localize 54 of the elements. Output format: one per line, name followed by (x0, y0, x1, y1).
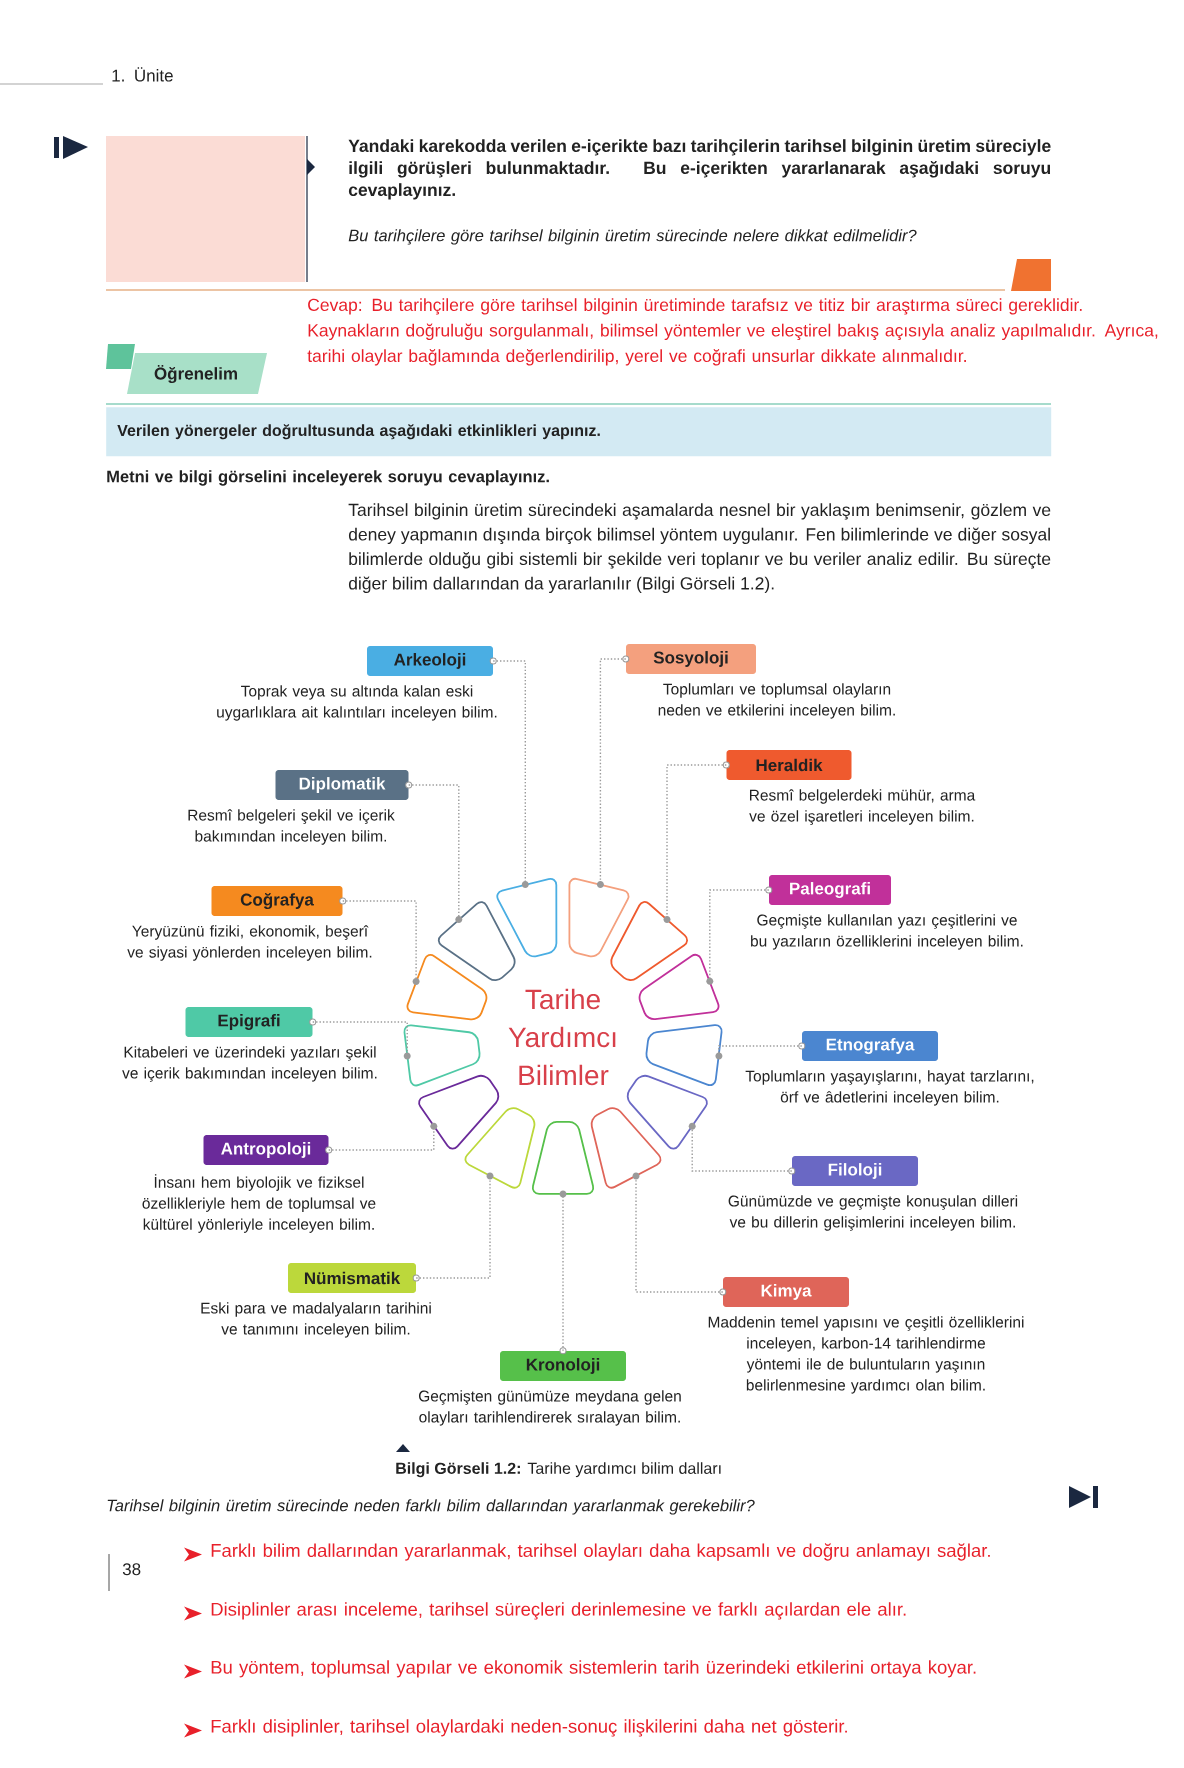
leader-line (709, 889, 770, 982)
description: Geçmişte kullanılan yazı çeşitlerini ve bu yazıların özelliklerini inceleyen bilim. (751, 914, 1023, 950)
instruction-band: Verilen yönergeler doğrultusunda aşağıdaki etkinlikleri yapınız. (106, 407, 1052, 457)
leader-line (635, 1176, 724, 1293)
leader-line (342, 900, 417, 982)
answer-text: Farklı bilim dallarından yararlanmak, tarihsel olayları daha kapsamlı ve doğru anlamayı sağlar. (211, 1543, 990, 1561)
tag-label: Kimya (723, 1277, 849, 1307)
description: Kitabeleri ve üzerindeki yazıları şekil ve içerik bakımından inceleyen bilim. (122, 1046, 377, 1082)
question-text: Bu tarihçilere göre tarihsel bilginin üretim sürecinde nelere dikkat edilmelidir? (348, 229, 917, 245)
description: Resmî belgeleri şekil ve içerik bakımından inceleyen bilim. (188, 809, 395, 845)
leader-line (328, 1126, 435, 1151)
section-tab: Öğrenelim (127, 353, 267, 394)
description: Toplumların yaşayışlarını, hayat tarzlarını, örf ve âdetlerini inceleyen bilim. (745, 1070, 1034, 1106)
description: Toprak veya su altında kalan eski uygarlıklara ait kalıntıları inceleyen bilim. (217, 685, 497, 721)
instruction-text: Yandaki karekodda verilen e-içerikte bazı tarihçilerin tarihsel bilginin üretim süreciyle ilgili görüşleri bulunmaktadır. Bu e-içerikten yararlanarak aşağıdaki soruyu cevaplayınız. (348, 139, 1051, 200)
paragraph: Tarihsel bilginin üretim sürecindeki aşamalarda nesnel bir yaklaşım benimsenir, gözlem ve deney yapmanın dışında birçok bilimsel yöntem uygulanır. Fen bilimlerinde ve diğer sosyal bilimlerde olduğu gibi sistemli bir şekilde veri toplanır ve bu veriler analiz edilir. Bu süreçte diğer bilim dallarından da yararlanılır (Bilgi Görseli 1.2). (348, 503, 1051, 593)
tag-label: Paleografi (769, 875, 891, 905)
unit-heading: 1. Ünite (112, 67, 173, 82)
answer-text: Farklı disiplinler, tarihsel olaylardaki neden-sonuç ilişkilerini daha net gösterir. (211, 1719, 847, 1737)
page-number: 38 (122, 1563, 141, 1576)
description: Geçmişten günümüze meydana gelen olayları tarihlendirerek sıralayan bilim. (418, 1390, 681, 1426)
description: Günümüzde ve geçmişte konuşulan dilleri ve bu dillerin gelişimlerini inceleyen bilim. (728, 1195, 1018, 1231)
tag-label: Diplomatik (275, 770, 409, 800)
answer-text: Disiplinler arası inceleme, tarihsel süreçleri derinlemesine ve farklı açılardan ele alır. (211, 1602, 906, 1620)
center-title: Tarihe Yardımcı Bilimler (508, 988, 616, 1086)
tag-label: Arkeoloji (367, 646, 493, 676)
leader-line (312, 1021, 408, 1057)
tag-label: Filoloji (792, 1156, 918, 1186)
answer-text: Cevap: Bu tarihçilere göre tarihsel bilginin üretiminde tarafsız ve titiz bir araştırma süreci gereklidir. Kaynakların doğruluğu sorgulanmalı, bilimsel yöntemler ve eleştirel bakış açısıyla analiz yapılmalıdır. Ayrıca, tarihi olaylar bağlamında değerlendirilip, yerel ve coğrafi unsurlar dikkate alınmalıdır. (307, 298, 1158, 366)
description: Yeryüzünü fiziki, ekonomik, beşerî ve siyasi yönlerden inceleyen bilim. (127, 925, 372, 961)
leader-line (408, 784, 460, 920)
description: Maddenin temel yapısını ve çeşitli özelliklerini inceleyen, karbon-14 tarihlendirme yöntemi ile de buluntuların yaşının belirlenmesine yardımcı olan bilim. (708, 1316, 1024, 1394)
leader-line (666, 764, 727, 920)
description: Resmî belgelerdeki mühür, arma ve özel işaretleri inceleyen bilim. (749, 789, 976, 825)
leader-line (718, 1045, 803, 1056)
tag-label: Heraldik (726, 750, 852, 780)
leader-line (492, 660, 526, 885)
description: İnsanı hem biyolojik ve fiziksel özellikleriyle hem de toplumsal ve kültürel yönleriyle inceleyen bilim. (142, 1174, 376, 1233)
tag-label: Etnografya (802, 1031, 938, 1061)
tag-label: Antropoloji (203, 1135, 329, 1165)
description: Eski para ve madalyaların tarihini ve tanımını inceleyen bilim. (201, 1302, 431, 1338)
description: Toplumları ve toplumsal olayların neden ve etkilerini inceleyen bilim. (658, 683, 895, 719)
leader-line (691, 1126, 793, 1172)
tag-label: Nümismatik (288, 1263, 416, 1293)
tag-label: Coğrafya (211, 886, 343, 916)
tag-label: Kronoloji (500, 1351, 626, 1381)
answer-text: Bu yöntem, toplumsal yapılar ve ekonomik sistemlerin tarih üzerindeki etkilerini ortaya koyar. (211, 1660, 976, 1678)
question-text: Tarihsel bilginin üretim sürecinde neden farklı bilim dallarından yararlanmak gerekebilir? (107, 1499, 755, 1515)
tag-label: Epigrafi (185, 1007, 313, 1037)
figure-caption: Bilgi Görseli 1.2: Tarihe yardımcı bilim dalları (396, 1462, 721, 1478)
leader-line (562, 1194, 564, 1352)
leader-line (415, 1176, 491, 1279)
leader-line (599, 658, 627, 885)
tag-label: Sosyoloji (626, 644, 756, 674)
